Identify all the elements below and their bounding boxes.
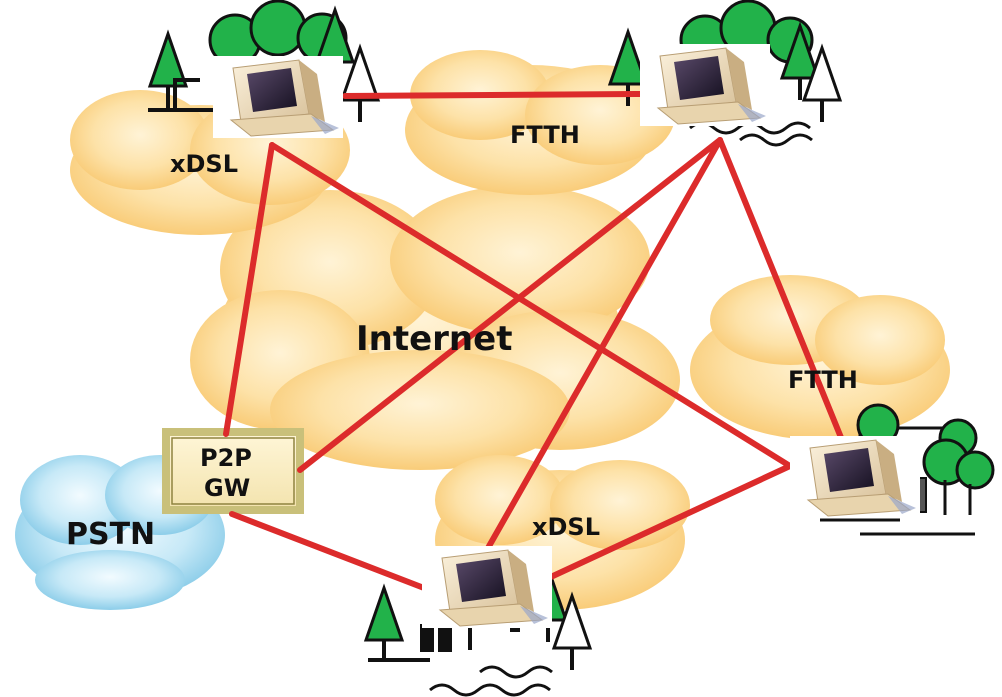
p2p-links <box>223 91 845 591</box>
link-pc-top-right-to-p2p-gw <box>297 137 723 473</box>
computer-icon-top-right <box>639 43 771 127</box>
link-p2p-gw-to-pc-bottom <box>229 511 427 591</box>
link-pc-top-left-to-p2p-gw <box>223 142 275 437</box>
computer-icon-top-left <box>212 55 344 139</box>
gateway-label-line1: P2P <box>200 444 252 472</box>
computer-icon-bottom <box>421 545 553 629</box>
xdsl-top-label: xDSL <box>170 150 238 178</box>
pstn-label: PSTN <box>66 517 155 552</box>
link-pc-top-left-to-pc-right <box>269 142 793 469</box>
scenery-top-left <box>148 0 380 124</box>
gateway-label-line2: GW <box>204 474 250 502</box>
internet-label: Internet <box>356 319 512 359</box>
ftth-right-cloud <box>690 275 950 440</box>
scenery-bottom <box>364 566 592 697</box>
link-pc-top-right-to-pc-bottom <box>485 137 723 551</box>
xdsl-bottom-label: xDSL <box>532 513 600 541</box>
link-pc-top-right-to-pc-right <box>717 137 845 443</box>
internet-cloud <box>190 185 680 470</box>
computer-icon-right <box>789 435 921 519</box>
ftth-top-label: FTTH <box>510 121 580 149</box>
link-pc-top-left-to-pc-top-right <box>342 91 643 99</box>
ftth-right-label: FTTH <box>788 366 858 394</box>
link-pc-bottom-to-pc-right <box>537 463 793 585</box>
